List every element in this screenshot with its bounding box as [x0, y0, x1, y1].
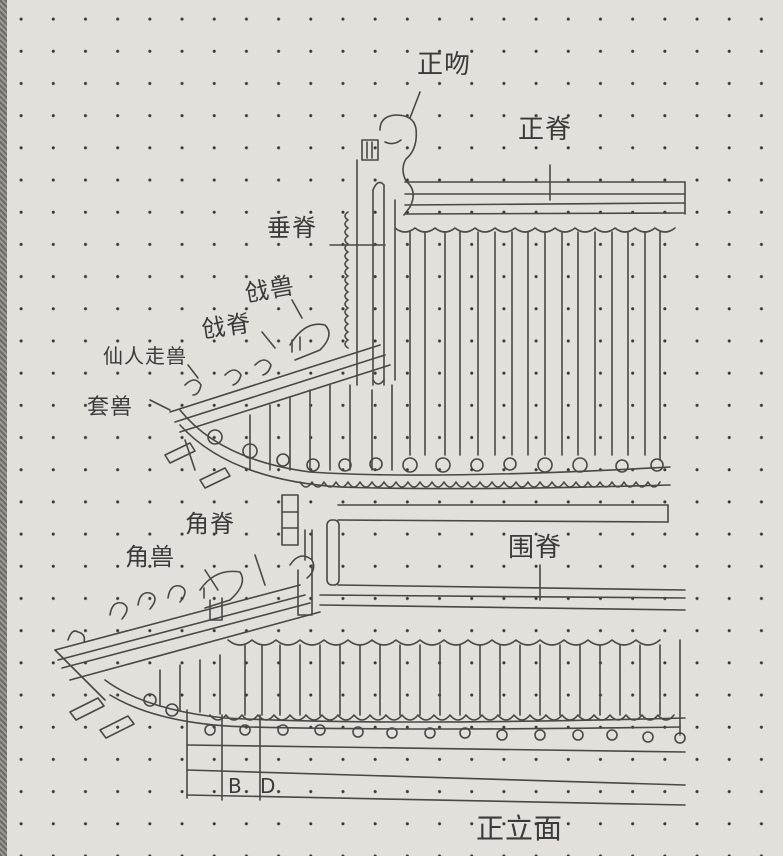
label-dim-d: D	[260, 774, 277, 798]
lower-roof-tiles	[104, 639, 686, 744]
upper-hip-ridge	[164, 299, 391, 489]
label-zhengji: 正脊	[518, 115, 573, 145]
label-chuiji: 垂脊	[267, 214, 317, 242]
leader-lines	[149, 364, 199, 411]
label-weiji: 围脊	[508, 533, 563, 563]
main-ridge	[404, 164, 686, 215]
label-qiangji: 戗脊	[199, 309, 254, 344]
paper-edge-shadow	[0, 0, 7, 856]
label-zhengwen: 正吻	[417, 50, 472, 80]
upper-roof-tiles	[179, 227, 676, 490]
drawing-title: 正立面	[476, 812, 564, 845]
label-xianren-zoushou: 仙人走兽	[103, 344, 187, 368]
hanging-ridge	[329, 159, 396, 386]
middle-wall	[281, 494, 686, 611]
label-dim-b: B	[228, 774, 243, 798]
ridge-ornament-zhengwen	[361, 91, 421, 216]
lower-corner-ridge	[54, 554, 321, 739]
label-jiaoji: 角脊	[185, 510, 235, 538]
dimension-lines	[186, 709, 686, 806]
label-taoshou: 套兽	[87, 395, 134, 420]
label-jiaoshou: 角兽	[125, 543, 175, 571]
